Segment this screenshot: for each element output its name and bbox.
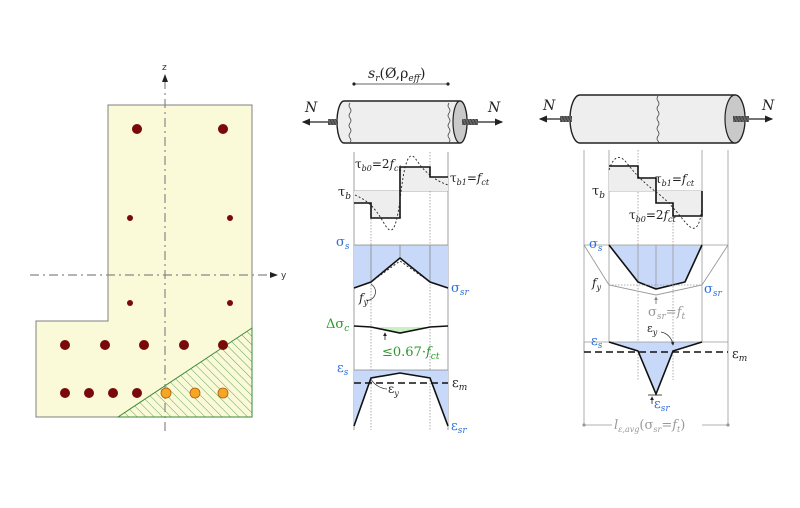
element-crack-spacing: sr(Ø,ρeff) N N τb0=2fct [301,66,504,436]
dimension-dot [726,423,730,427]
rebar [127,215,133,221]
fy-label: fy [591,276,601,292]
steel-strain-diagram [583,331,728,404]
rebar-active [217,387,229,399]
y-axis-arrow-icon [270,272,278,278]
rebar [132,388,142,398]
force-label-right: N [761,98,775,114]
tau-b-label: τb [338,185,351,202]
rebar [84,388,94,398]
steel-stress-diagram [353,244,449,301]
length-label: lε,avg(σsr=ft) [614,418,685,434]
sigma-sr-equals-ft-label: σsr=ft [648,305,686,322]
rebar [179,340,189,350]
section-outline [35,104,253,418]
y-axis-label: y [281,271,287,281]
sigma-s-label: σs [336,235,350,252]
force-label-left: N [304,100,318,116]
rebar [218,340,228,350]
sigma-sr-label: σsr [704,282,722,299]
z-axis-label: z [162,63,167,73]
sigma-sr-label: σsr [451,281,469,298]
delta-sigma-c-label: Δσc [326,317,349,334]
fy-label: fy [358,291,368,307]
crack-line [656,95,660,144]
cross-section: z y [30,63,287,435]
dimension-dot [446,82,450,86]
concrete-stress-diagram [353,325,449,340]
tau-b1-label: τb1=fct [450,171,490,187]
eps-y-label: εy [647,322,658,337]
crack-line [447,102,451,143]
rebar [218,124,228,134]
z-axis-arrow-icon [162,74,168,82]
rebar-stub-left [560,116,572,122]
tau-b-label: τb [592,184,605,201]
eps-sr-label: εsr [654,397,670,414]
eps-m-label: εm [452,376,467,393]
rebar-stub-left [328,119,338,125]
eps-s-label: εs [591,334,603,351]
bond-stress-diagram [608,157,703,229]
rebars [60,124,233,399]
steel-strain-diagram [353,369,449,427]
element-single-crack: N N τb τb1=fct τb0=2fct [538,94,775,434]
spacing-label: sr(Ø,ρeff) [368,66,425,84]
eps-y-label: εy [388,382,399,398]
bond-stress-diagram [354,155,449,231]
eps-sr-label: εsr [451,419,467,436]
rebar-active [189,387,201,399]
rebar-active [160,387,172,399]
rebar [60,340,70,350]
sigma-s-label: σs [589,237,603,254]
eps-m-label: εm [732,347,747,364]
dimension-dot [582,423,586,427]
force-label-left: N [542,98,556,114]
tau-b0-label: τb0=2fct [629,208,676,224]
rebar [100,340,110,350]
rebar [127,300,133,306]
rebar [227,215,233,221]
force-label-right: N [487,100,501,116]
tau-b0-label: τb0=2fct [355,157,402,173]
steel-stress-diagram [583,244,729,304]
tau-b1-label: τb1=fct [655,172,695,188]
rebar [60,388,70,398]
rebar [108,388,118,398]
dimension-dot [352,82,356,86]
rebar-stub-right [733,116,749,122]
rebar [139,340,149,350]
concrete-cylinder [328,100,478,144]
rebar [132,124,142,134]
crack-line [348,102,352,143]
eps-s-label: εs [337,361,349,378]
length-label-bg [612,414,702,432]
rebar [227,300,233,306]
limit-label: ≤0.67·fct [382,345,440,362]
concrete-cylinder [560,94,749,144]
rebar-stub-right [462,119,478,125]
